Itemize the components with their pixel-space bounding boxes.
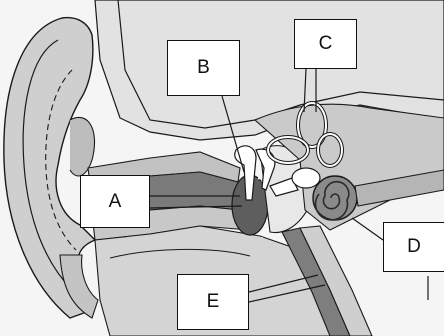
- vestibule: [292, 168, 320, 188]
- label-b: B: [167, 40, 240, 96]
- label-a: A: [80, 175, 150, 228]
- label-c: C: [294, 19, 357, 69]
- label-d: D: [383, 222, 444, 272]
- cochlea: [313, 176, 357, 220]
- label-e: E: [177, 274, 249, 330]
